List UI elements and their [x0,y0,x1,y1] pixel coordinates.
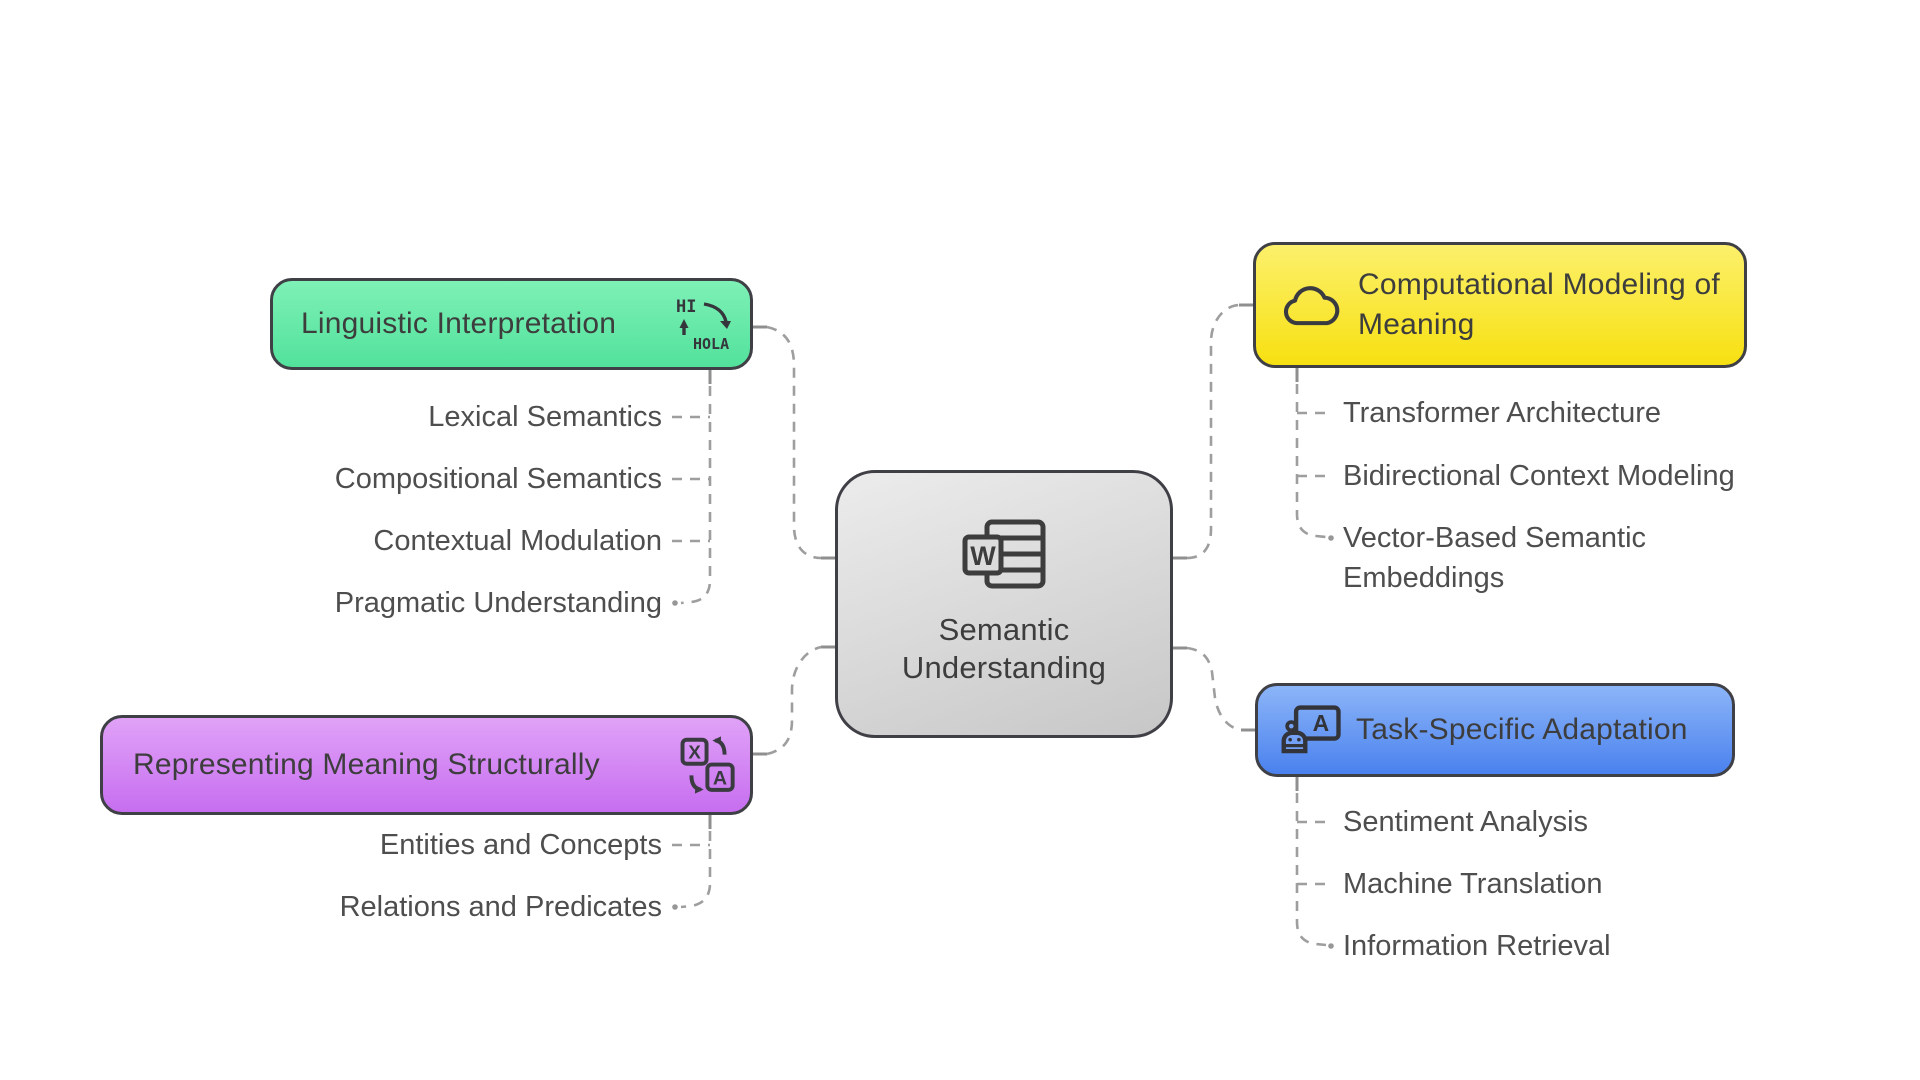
branch-label: Representing Meaning Structurally [133,748,600,781]
cloud-icon [1283,286,1340,326]
branch-node-linguistic-interpretation[interactable]: Linguistic Interpretation HI HOLA [270,278,753,370]
child-item-contextual-modulation[interactable]: Contextual Modulation [373,525,662,557]
translate-target-letter: A [713,767,727,789]
word-document-icon: W [962,519,1046,589]
greeting-hi-text: HI [676,297,696,317]
child-item-vector-based-semantic-embeddings[interactable]: Vector-Based Semantic Embeddings [1343,522,1647,594]
child-item-machine-translation[interactable]: Machine Translation [1343,868,1603,900]
branch-node-representing-meaning[interactable]: Representing Meaning Structurally X A [100,715,753,815]
center-node-label: Semantic Understanding [901,612,1107,685]
center-node-semantic-understanding[interactable]: W Semantic Understanding [835,470,1173,738]
translate-characters-icon: X A [680,736,735,794]
child-item-sentiment-analysis[interactable]: Sentiment Analysis [1343,806,1589,838]
child-item-information-retrieval[interactable]: Information Retrieval [1343,930,1611,962]
translate-source-letter: X [688,742,701,763]
child-item-entities-and-concepts[interactable]: Entities and Concepts [379,829,662,861]
branch-label: Computational Modeling of Meaning [1358,268,1720,341]
child-item-bidirectional-context-modeling[interactable]: Bidirectional Context Modeling [1343,460,1735,492]
branch-label: Task-Specific Adaptation [1356,713,1688,746]
word-icon-letter: W [970,541,996,571]
translation-greeting-icon: HI HOLA [676,297,731,353]
branch-label: Linguistic Interpretation [301,307,617,340]
branch-node-task-specific-adaptation[interactable]: A Task-Specific Adaptation [1255,683,1735,777]
child-item-transformer-architecture[interactable]: Transformer Architecture [1343,397,1662,429]
robot-language-icon: A [1281,704,1341,753]
child-item-compositional-semantics[interactable]: Compositional Semantics [334,463,662,495]
child-item-relations-and-predicates[interactable]: Relations and Predicates [339,891,662,923]
greeting-hola-text: HOLA [693,335,729,353]
child-item-lexical-semantics[interactable]: Lexical Semantics [428,401,662,433]
branch-node-computational-modeling[interactable]: Computational Modeling of Meaning [1253,242,1747,368]
child-item-pragmatic-understanding[interactable]: Pragmatic Understanding [334,587,662,619]
robot-icon-letter: A [1313,709,1330,735]
